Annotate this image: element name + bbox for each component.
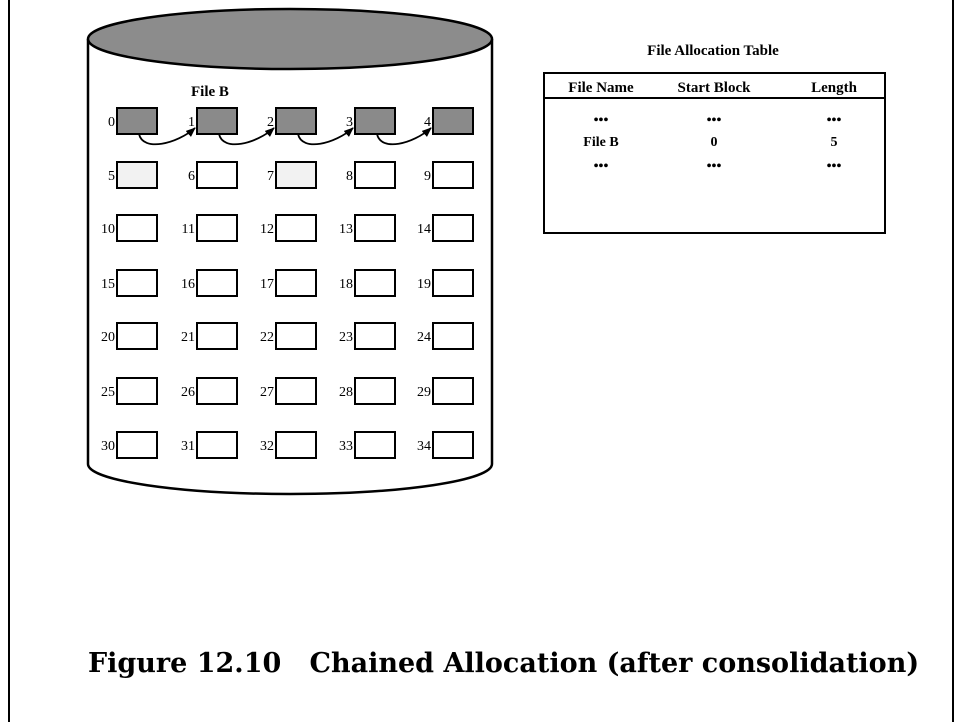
block-number: 7 [267, 169, 274, 184]
fat-headers: File Name Start Block Length [568, 80, 857, 96]
fat-cell: 5 [831, 135, 838, 150]
fat-cell: ••• [594, 159, 609, 174]
block-number: 29 [417, 385, 431, 400]
block-number: 32 [260, 439, 274, 454]
block-number: 30 [101, 439, 115, 454]
free-block [432, 161, 474, 189]
block-number: 23 [339, 330, 353, 345]
free-block [196, 431, 238, 459]
block-number: 28 [339, 385, 353, 400]
free-block [275, 431, 317, 459]
free-block [116, 431, 158, 459]
figure-frame [8, 0, 954, 722]
free-block [354, 377, 396, 405]
block-number: 16 [181, 277, 195, 292]
fat-header-cell: Start Block [678, 80, 752, 96]
free-block [196, 377, 238, 405]
file-allocation-table: File Allocation Table File Name Start Blo… [543, 43, 886, 234]
block-number: 4 [424, 115, 431, 130]
free-block [196, 269, 238, 297]
fat-cell: ••• [827, 159, 842, 174]
free-block [354, 431, 396, 459]
block-number: 9 [424, 169, 431, 184]
free-block [116, 214, 158, 242]
fat-border [543, 72, 886, 234]
block-number: 14 [417, 222, 431, 237]
block-number: 31 [181, 439, 195, 454]
free-block [275, 161, 317, 189]
block-number: 34 [417, 439, 431, 454]
chain-arrow [218, 127, 275, 146]
free-block [354, 269, 396, 297]
fat-header-cell: File Name [568, 80, 634, 96]
free-block [116, 269, 158, 297]
block-number: 24 [417, 330, 431, 345]
free-block [116, 161, 158, 189]
block-number: 22 [260, 330, 274, 345]
block-number: 2 [267, 115, 274, 130]
free-block [432, 431, 474, 459]
figure-caption: Figure 12.10 Chained Allocation (after c… [88, 648, 920, 679]
block-number: 12 [260, 222, 274, 237]
free-block [116, 322, 158, 350]
file-b-block [275, 107, 317, 135]
file-b-block [196, 107, 238, 135]
file-b-label: File B [191, 84, 229, 100]
block-number: 13 [339, 222, 353, 237]
free-block [354, 214, 396, 242]
chain-arrows [138, 127, 432, 146]
chain-arrow [376, 127, 432, 146]
free-block [432, 377, 474, 405]
block-number: 15 [101, 277, 115, 292]
block-number: 25 [101, 385, 115, 400]
disk-cylinder [86, 7, 494, 496]
free-block [275, 269, 317, 297]
fat-cell: ••• [594, 113, 609, 128]
chain-arrow [138, 127, 196, 146]
free-block [196, 161, 238, 189]
block-number: 17 [260, 277, 274, 292]
file-b-block [432, 107, 474, 135]
free-block [275, 214, 317, 242]
free-block [116, 377, 158, 405]
fat-title: File Allocation Table [647, 43, 779, 59]
block-number: 5 [108, 169, 115, 184]
block-number: 19 [417, 277, 431, 292]
file-b-block [354, 107, 396, 135]
fat-cell: File B [583, 135, 618, 150]
free-block [432, 214, 474, 242]
block-number: 1 [188, 115, 195, 130]
block-number: 26 [181, 385, 195, 400]
chain-arrow [297, 127, 354, 146]
disk-top [86, 7, 494, 71]
block-number: 18 [339, 277, 353, 292]
fat-cell: ••• [827, 113, 842, 128]
block-number: 6 [188, 169, 195, 184]
fat-cell: ••• [707, 113, 722, 128]
free-block [196, 322, 238, 350]
block-number: 21 [181, 330, 195, 345]
free-block [196, 214, 238, 242]
block-number: 33 [339, 439, 353, 454]
free-block [432, 269, 474, 297]
block-number: 8 [346, 169, 353, 184]
free-block [432, 322, 474, 350]
file-b-block [116, 107, 158, 135]
free-block [275, 322, 317, 350]
block-number: 3 [346, 115, 353, 130]
free-block [354, 161, 396, 189]
block-number: 0 [108, 115, 115, 130]
free-block [354, 322, 396, 350]
free-block [275, 377, 317, 405]
fat-cell: 0 [711, 135, 718, 150]
block-number: 27 [260, 385, 274, 400]
block-number: 20 [101, 330, 115, 345]
block-number: 11 [182, 222, 195, 237]
fat-header-cell: Length [811, 80, 858, 96]
fat-rows: ••• ••• ••• File B 0 5 ••• ••• ••• [583, 113, 841, 174]
block-number: 10 [101, 222, 115, 237]
fat-cell: ••• [707, 159, 722, 174]
